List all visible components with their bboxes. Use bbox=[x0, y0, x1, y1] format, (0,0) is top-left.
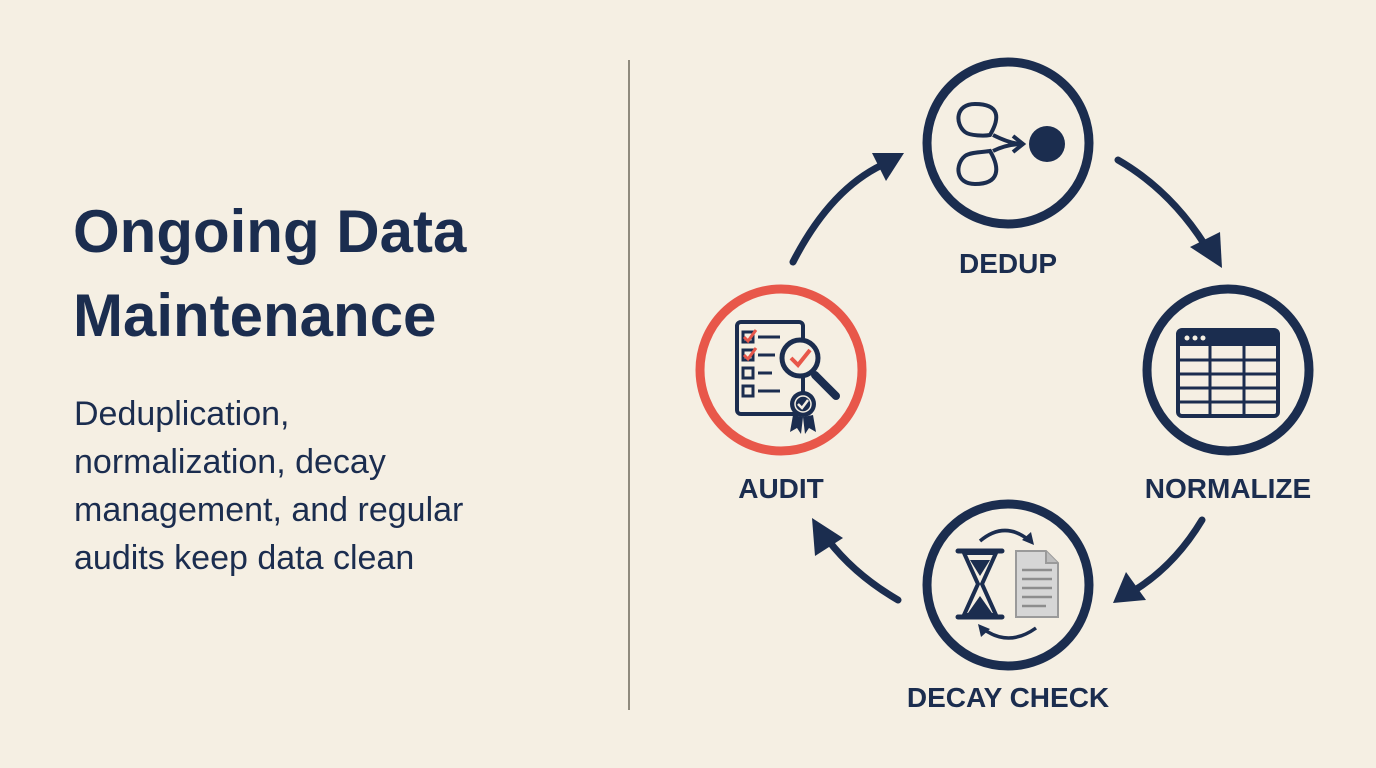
arrow-decay-to-audit bbox=[824, 536, 902, 604]
page-title: Ongoing Data Maintenance bbox=[73, 190, 593, 358]
vertical-divider bbox=[628, 60, 630, 710]
subtitle-line-4: audits keep data clean bbox=[74, 539, 415, 577]
magnifier-check-icon bbox=[779, 337, 840, 400]
arrow-audit-to-dedup bbox=[789, 161, 886, 266]
node-audit: AUDIT bbox=[695, 284, 867, 504]
node-dedup-label: DEDUP bbox=[959, 248, 1057, 279]
node-normalize-label: NORMALIZE bbox=[1145, 473, 1311, 504]
node-normalize: NORMALIZE bbox=[1142, 284, 1314, 504]
badge-seal-icon bbox=[790, 391, 816, 434]
page-subtitle: Deduplication, normalization, decay mana… bbox=[74, 390, 544, 582]
table-icon bbox=[1176, 328, 1280, 418]
cycle-arrows bbox=[789, 153, 1222, 604]
refresh-arrows-icon bbox=[978, 528, 1038, 640]
arrowhead-dedup-to-normalize bbox=[1190, 232, 1222, 268]
document-icon bbox=[1015, 550, 1059, 618]
title-line-2: Maintenance bbox=[73, 282, 437, 349]
arrowhead-decay-to-audit bbox=[812, 518, 843, 556]
node-normalize-ring bbox=[1142, 284, 1314, 456]
arrow-dedup-to-normalize bbox=[1114, 156, 1209, 249]
subtitle-line-3: management, and regular bbox=[74, 491, 464, 529]
merge-icon bbox=[956, 101, 1065, 187]
node-decay-label: DECAY CHECK bbox=[907, 682, 1109, 713]
arrow-normalize-to-decay bbox=[1131, 516, 1206, 594]
node-audit-label: AUDIT bbox=[738, 473, 824, 504]
title-line-1: Ongoing Data bbox=[73, 198, 467, 265]
node-decay-ring bbox=[922, 499, 1094, 671]
node-decay-check: DECAY CHECK bbox=[907, 499, 1109, 713]
subtitle-line-2: normalization, decay bbox=[74, 443, 386, 481]
arrowhead-audit-to-dedup bbox=[872, 153, 904, 181]
subtitle-line-1: Deduplication, bbox=[74, 395, 290, 433]
arrowhead-normalize-to-decay bbox=[1113, 572, 1146, 603]
node-dedup: DEDUP bbox=[922, 57, 1094, 279]
hourglass-icon bbox=[955, 548, 1005, 620]
